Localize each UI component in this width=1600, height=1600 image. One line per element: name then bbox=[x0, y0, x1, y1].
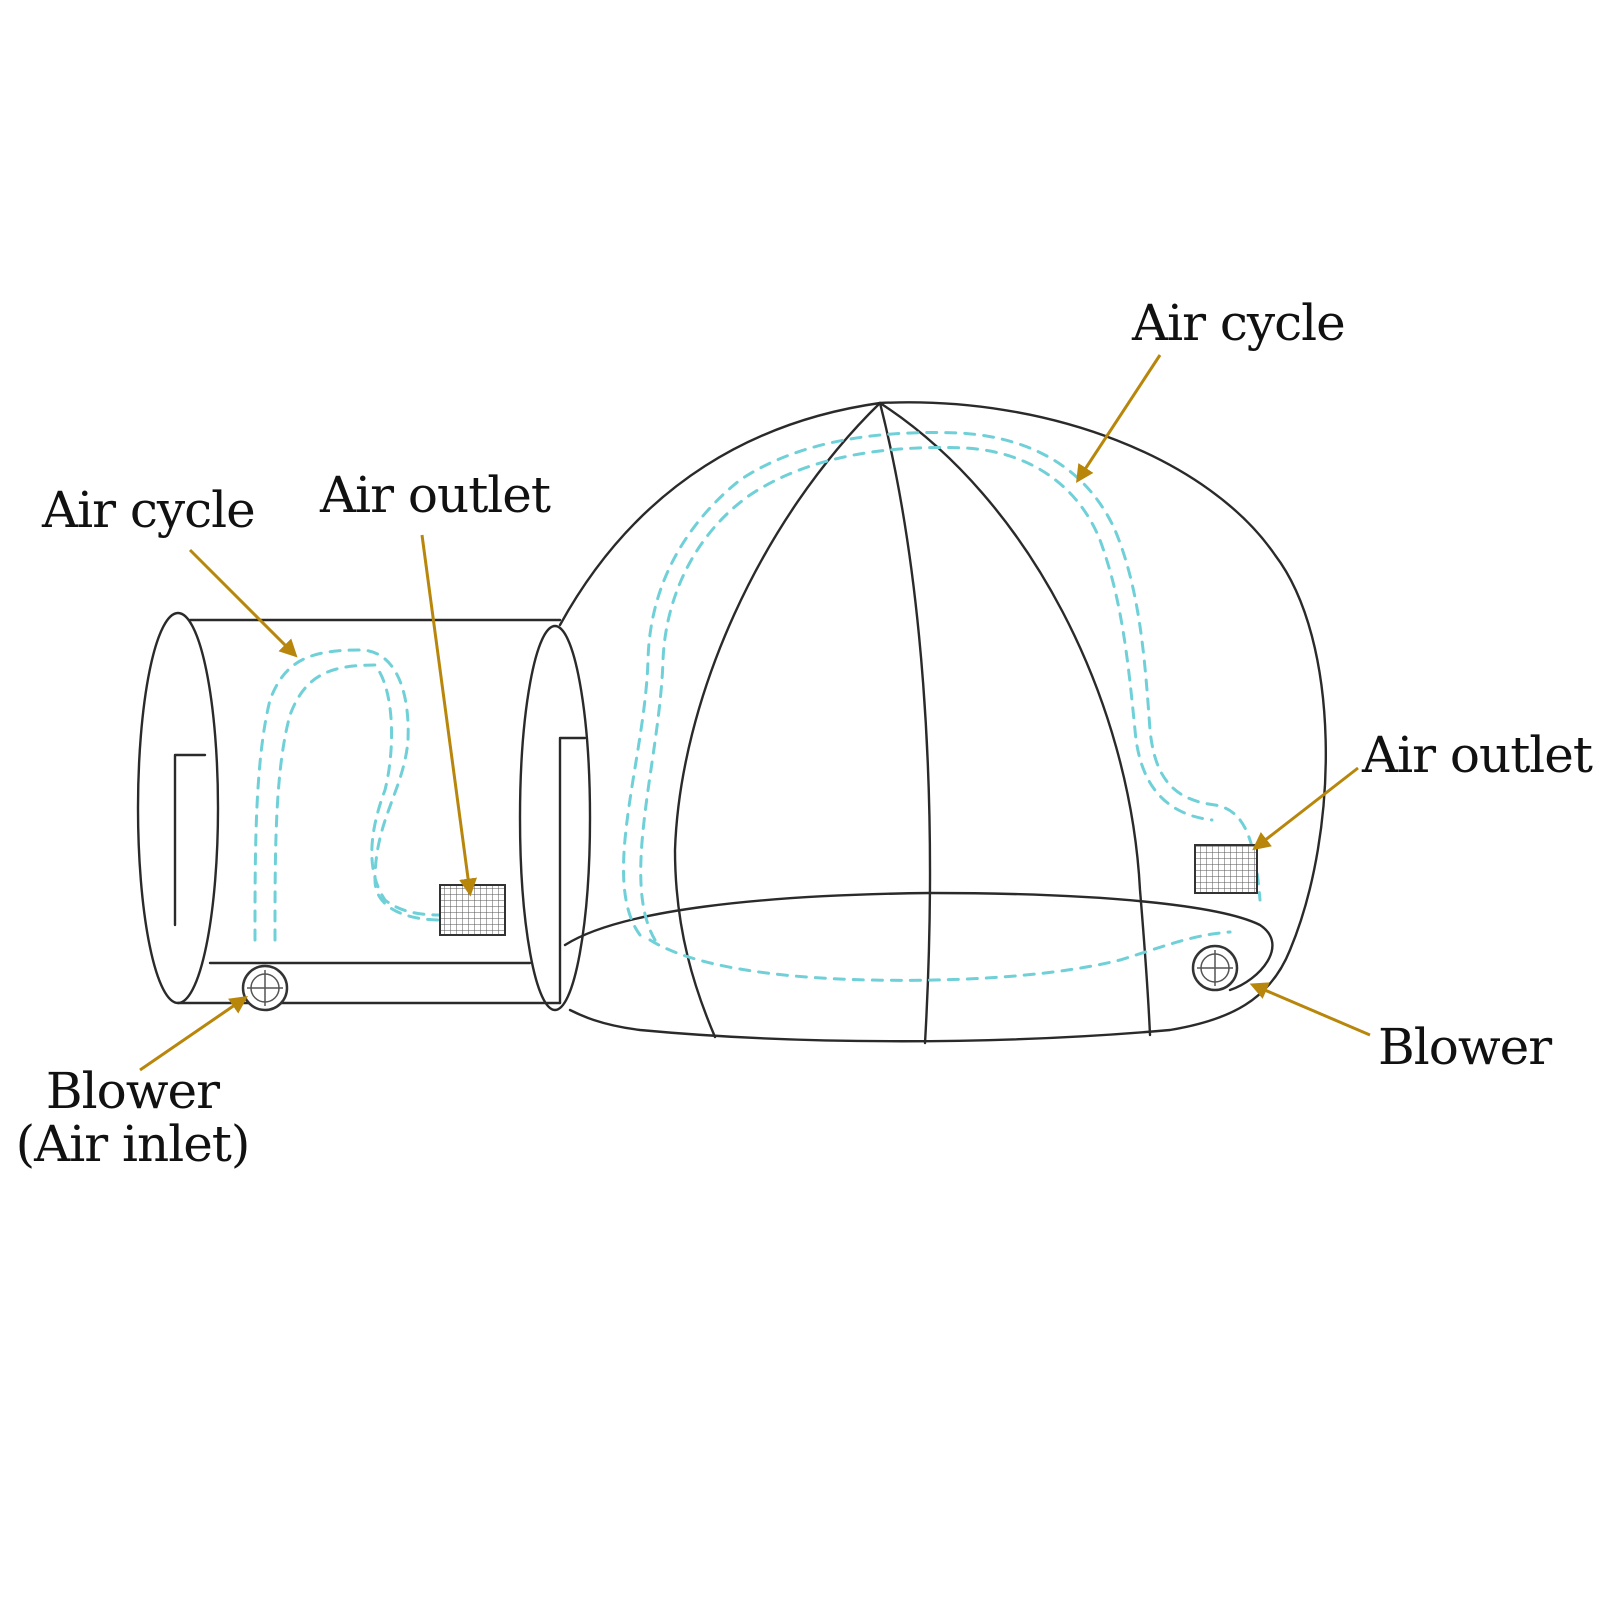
air-outlet-grille-icon bbox=[439, 884, 506, 936]
air-outlet-label-left: Air outlet bbox=[320, 466, 551, 524]
air-outlet-grille-icon bbox=[1194, 844, 1258, 894]
dome-outline bbox=[558, 401, 1327, 1045]
blower-label-left: Blower (Air inlet) bbox=[10, 1065, 255, 1170]
air-cycle-label-left: Air cycle bbox=[42, 481, 256, 539]
blower-fan-icon bbox=[241, 964, 289, 1012]
blower-label-left-line1: Blower bbox=[45, 1062, 220, 1120]
air-cycle-label-right: Air cycle bbox=[1132, 294, 1346, 352]
blower-label-right: Blower bbox=[1378, 1018, 1552, 1076]
blower-label-left-line2: (Air inlet) bbox=[15, 1114, 251, 1173]
air-outlet-label-right: Air outlet bbox=[1362, 726, 1593, 784]
tunnel-outline bbox=[136, 611, 592, 1012]
airflow-paths bbox=[253, 431, 1262, 982]
leader-arrows bbox=[139, 354, 1371, 1072]
blower-fan-icon bbox=[1191, 944, 1239, 992]
